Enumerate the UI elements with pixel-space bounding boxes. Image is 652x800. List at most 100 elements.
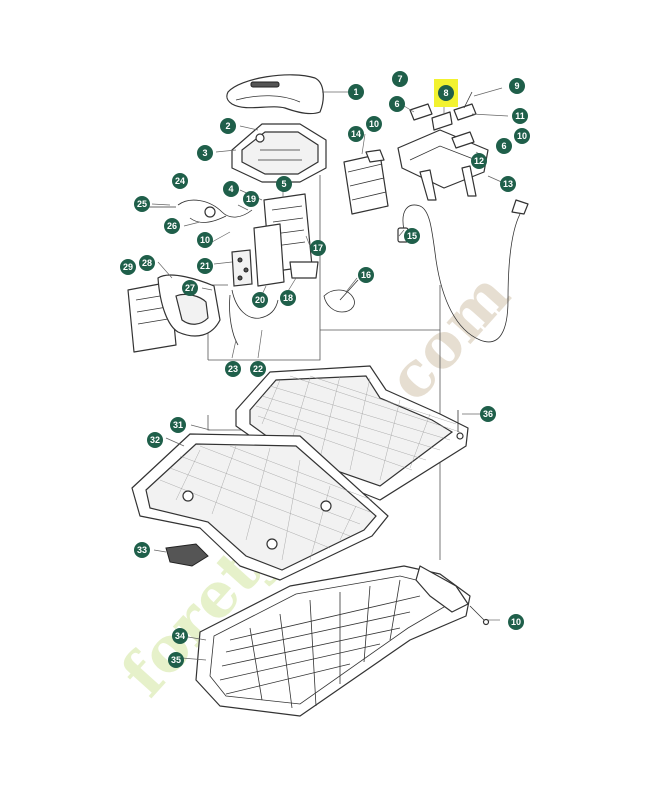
callout-34: 34 — [172, 628, 188, 644]
callout-number: 25 — [137, 199, 147, 209]
callout-circle — [366, 116, 382, 132]
callout-number: 33 — [137, 545, 147, 555]
callout-number: 10 — [511, 617, 521, 627]
callout-9: 9 — [509, 78, 525, 94]
callout-circle — [389, 96, 405, 112]
callout-circle — [220, 118, 236, 134]
callout-circle — [514, 128, 530, 144]
callout-number: 10 — [369, 119, 379, 129]
callout-15: 15 — [404, 228, 420, 244]
callout-4: 4 — [223, 181, 239, 197]
callout-29: 29 — [120, 259, 136, 275]
callout-32: 32 — [147, 432, 163, 448]
callout-number: 4 — [228, 184, 233, 194]
part-lower-deck — [131, 433, 389, 581]
part-base-frame — [195, 565, 490, 717]
callout-number: 5 — [281, 179, 286, 189]
callout-circle — [139, 255, 155, 271]
part-control-assembly — [231, 193, 319, 287]
callout-circle — [276, 176, 292, 192]
callout-circle — [438, 85, 454, 101]
callout-31: 31 — [170, 417, 186, 433]
callout-number: 28 — [142, 258, 152, 268]
callout-circle — [480, 406, 496, 422]
callout-number: 15 — [407, 231, 417, 241]
callout-10: 10 — [197, 232, 213, 248]
callout-number: 29 — [123, 262, 133, 272]
callout-circle — [404, 228, 420, 244]
callout-number: 12 — [474, 156, 484, 166]
callout-circle — [280, 290, 296, 306]
callout-circle — [197, 145, 213, 161]
callout-24: 24 — [172, 173, 188, 189]
callout-circle — [348, 84, 364, 100]
callout-circle — [496, 138, 512, 154]
callout-number: 35 — [171, 655, 181, 665]
callout-number: 3 — [202, 148, 207, 158]
part-rear-bracket — [397, 91, 489, 201]
callout-25: 25 — [134, 196, 150, 212]
callout-circle — [120, 259, 136, 275]
callout-circle — [134, 196, 150, 212]
callout-circle — [168, 652, 184, 668]
callout-6: 6 — [496, 138, 512, 154]
callout-number: 17 — [313, 243, 323, 253]
callout-28: 28 — [139, 255, 155, 271]
callout-circle — [252, 292, 268, 308]
callout-7: 7 — [392, 71, 408, 87]
callout-circle — [250, 361, 266, 377]
callout-36: 36 — [480, 406, 496, 422]
callout-2: 2 — [220, 118, 236, 134]
callout-number: 21 — [200, 261, 210, 271]
callout-number: 27 — [185, 283, 195, 293]
callout-12: 12 — [471, 153, 487, 169]
callout-number: 22 — [253, 364, 263, 374]
callout-14: 14 — [348, 126, 364, 142]
callout-circle — [182, 280, 198, 296]
callout-circle — [223, 181, 239, 197]
callout-circle — [172, 628, 188, 644]
callout-number: 2 — [225, 121, 230, 131]
callout-8: 8 — [434, 79, 458, 107]
callout-20: 20 — [252, 292, 268, 308]
callout-26: 26 — [164, 218, 180, 234]
callout-circle — [197, 232, 213, 248]
callout-circle — [170, 417, 186, 433]
callout-number: 26 — [167, 221, 177, 231]
callout-21: 21 — [197, 258, 213, 274]
callout-number: 6 — [394, 99, 399, 109]
callout-1: 1 — [348, 84, 364, 100]
callout-circle — [500, 176, 516, 192]
callout-33: 33 — [134, 542, 150, 558]
callout-number: 6 — [501, 141, 506, 151]
callout-number: 8 — [443, 88, 448, 98]
callout-22: 22 — [250, 361, 266, 377]
part-wires — [148, 199, 279, 346]
callout-number: 14 — [351, 129, 361, 139]
callout-number: 20 — [255, 295, 265, 305]
callout-10: 10 — [514, 128, 530, 144]
callout-3: 3 — [197, 145, 213, 161]
callout-number: 1 — [353, 87, 358, 97]
callout-number: 16 — [361, 270, 371, 280]
callout-17: 17 — [310, 240, 326, 256]
callout-35: 35 — [168, 652, 184, 668]
part-body-cover — [231, 123, 327, 183]
callout-circle — [197, 258, 213, 274]
callout-circle — [509, 78, 525, 94]
callout-circle — [172, 173, 188, 189]
callout-circle — [147, 432, 163, 448]
callout-18: 18 — [280, 290, 296, 306]
callout-16: 16 — [358, 267, 374, 283]
callout-circle — [310, 240, 326, 256]
callout-number: 19 — [246, 194, 256, 204]
callout-10: 10 — [508, 614, 524, 630]
callout-circle — [225, 361, 241, 377]
box-line-center — [208, 175, 321, 361]
callout-circle — [471, 153, 487, 169]
callout-27: 27 — [182, 280, 198, 296]
callout-19: 19 — [243, 191, 259, 207]
callout-circle — [358, 267, 374, 283]
